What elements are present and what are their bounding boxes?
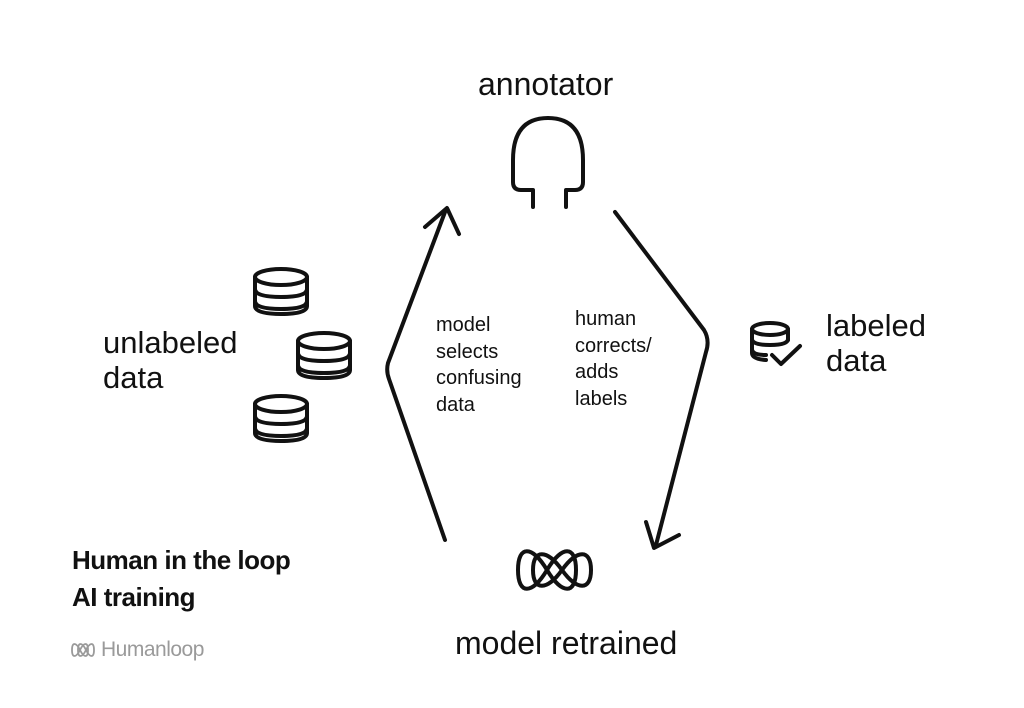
labeled-label-line: data <box>826 343 887 378</box>
flow-label-line: corrects/ <box>575 334 652 357</box>
labeled-label-line: labeled <box>826 308 926 343</box>
person-head-icon <box>511 116 585 209</box>
flow-label-line: adds <box>575 361 619 383</box>
database-check-icon <box>750 321 802 366</box>
arrow-to-model <box>613 210 710 547</box>
flow-label-line: selects <box>436 340 499 363</box>
flow-label-line: human <box>575 308 637 330</box>
database-icon <box>253 267 309 316</box>
title-line: Human in the loop <box>72 545 291 575</box>
arrow-to-annotator-head <box>423 206 461 236</box>
flow-label-line: confusing <box>436 367 522 389</box>
flow-label-line: data <box>436 393 475 416</box>
model-loop-icon <box>516 549 593 591</box>
humanloop-logo-icon <box>71 643 95 657</box>
brand-name: Humanloop <box>101 638 204 661</box>
unlabeled-label-line: data <box>103 360 164 395</box>
flow-label-line: model <box>436 314 491 336</box>
human-corrects-label: human corrects/ adds labels <box>575 306 652 412</box>
unlabeled-data-label: unlabeled data <box>103 325 237 395</box>
unlabeled-label-line: unlabeled <box>103 325 238 360</box>
labeled-data-label: labeled data <box>826 308 926 378</box>
database-icon <box>296 331 352 380</box>
arrow-to-model-head <box>644 520 681 550</box>
title-line: AI training <box>72 582 196 612</box>
database-icon <box>253 394 309 443</box>
model-retrained-label: model retrained <box>455 625 678 661</box>
brand-logo: Humanloop <box>70 636 204 664</box>
model-selects-label: model selects confusing data <box>436 312 522 418</box>
arrow-to-annotator <box>385 210 447 542</box>
diagram-title: Human in the loop AI training <box>72 542 291 616</box>
flow-label-line: labels <box>575 387 628 410</box>
annotator-label: annotator <box>478 66 614 102</box>
